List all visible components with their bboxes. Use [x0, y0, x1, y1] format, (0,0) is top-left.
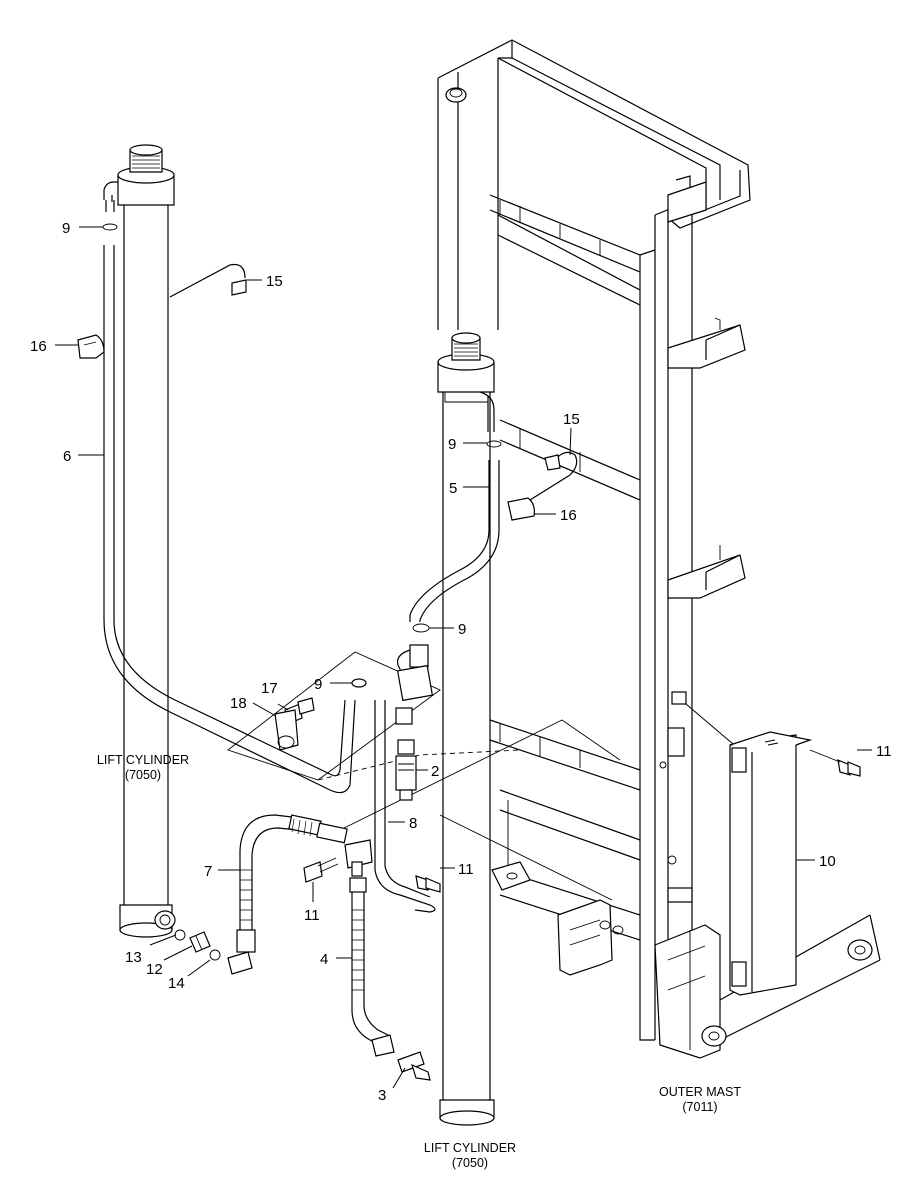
callout-11-c: 11	[458, 861, 474, 878]
hose-4-braided	[349, 877, 395, 1057]
callout-13: 13	[125, 949, 142, 966]
lift-cylinder-left	[117, 144, 176, 938]
callout-14: 14	[168, 975, 185, 992]
callout-16-b: 16	[560, 507, 577, 524]
wire-15-left	[169, 263, 247, 298]
callout-9-a: 9	[62, 220, 70, 237]
fittings-block	[351, 644, 434, 725]
fitting-3	[397, 1051, 431, 1081]
clamp-16-left	[77, 334, 105, 359]
callout-17: 17	[261, 680, 278, 697]
caption-outer-mast-line1: OUTER MAST	[659, 1085, 741, 1099]
bolts-11	[303, 749, 861, 893]
captions: LIFT CYLINDER (7050) LIFT CYLINDER (7050…	[97, 753, 741, 1170]
callout-11-a: 11	[876, 743, 892, 760]
callout-8: 8	[409, 815, 417, 832]
callout-11-b: 11	[304, 907, 320, 924]
clamp-16-front	[507, 497, 535, 521]
fittings-12-13-14	[174, 929, 221, 961]
outer-mast	[437, 39, 881, 1059]
caption-lift-cylinder-bottom-line2: (7050)	[452, 1156, 488, 1170]
callout-12: 12	[146, 961, 163, 978]
leader-lines	[55, 226, 872, 1089]
callout-7: 7	[204, 863, 212, 880]
callout-6: 6	[63, 448, 71, 465]
wire-15-front	[529, 451, 578, 501]
callout-4: 4	[320, 951, 328, 968]
callout-18: 18	[230, 695, 247, 712]
cover-10	[729, 731, 813, 996]
callout-15-b: 15	[563, 411, 580, 428]
hose-6-left-pipe	[102, 181, 356, 794]
callout-2: 2	[431, 763, 439, 780]
callout-9-d: 9	[314, 676, 322, 693]
callout-9-b: 9	[448, 436, 456, 453]
callout-15-a: 15	[266, 273, 283, 290]
caption-outer-mast-line2: (7011)	[682, 1100, 717, 1114]
callout-10: 10	[819, 853, 836, 870]
caption-lift-cylinder-left-line1: LIFT CYLINDER	[97, 753, 189, 767]
caption-lift-cylinder-bottom-line1: LIFT CYLINDER	[424, 1141, 516, 1155]
pipe-5-front	[409, 391, 502, 633]
callout-numbers: 9 15 16 6 9 15 5 16 9 9 17 18 2 11 8 7 1…	[30, 220, 892, 1104]
tee-fitting	[344, 839, 373, 877]
callout-9-c: 9	[458, 621, 466, 638]
hose-7-braided	[227, 814, 348, 975]
pipe-8	[374, 649, 436, 913]
callout-16-a: 16	[30, 338, 47, 355]
flow-valve-2	[395, 739, 417, 801]
lift-cylinder-front	[437, 332, 495, 1126]
callout-3: 3	[378, 1087, 386, 1104]
caption-lift-cylinder-left-line2: (7050)	[125, 768, 161, 782]
bolt-17-clamp-18	[274, 697, 315, 751]
callout-5: 5	[449, 480, 457, 497]
